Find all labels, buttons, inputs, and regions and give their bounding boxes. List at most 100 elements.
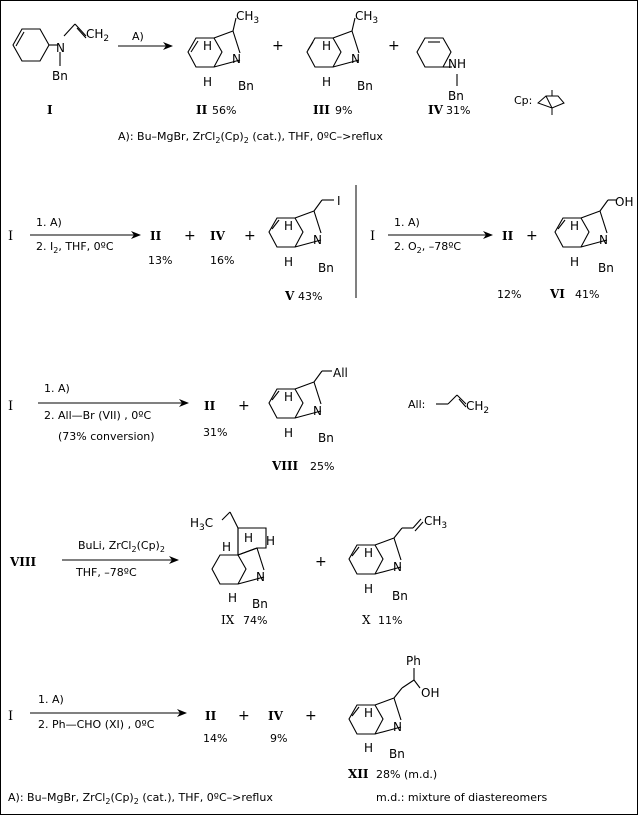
scheme-4: I 1. A) 2. All—Br (VII) , 0ºC (73% conve… (8, 366, 489, 473)
cp-label: Cp: (514, 94, 532, 107)
plus: + (244, 228, 256, 244)
atom-Bn: Bn (598, 261, 614, 275)
allyl-structure (436, 394, 467, 408)
reagent-1: BuLi, ZrCl2(Cp)2 (78, 539, 165, 554)
atom-H: H (284, 219, 293, 233)
step-1: 1. A) (394, 216, 420, 229)
atom-I: I (337, 194, 341, 208)
footer-md: m.d.: mixture of diastereomers (376, 791, 547, 804)
atom-H: H (203, 75, 212, 89)
yield-III: 9% (335, 104, 352, 117)
plus: + (305, 708, 317, 724)
atom-N: N (256, 570, 265, 584)
label-III: III (313, 103, 330, 117)
yield-V: 43% (298, 290, 322, 303)
plus: + (526, 228, 538, 244)
plus: + (238, 398, 250, 414)
compound-III-structure (306, 17, 360, 68)
atom-All: All (333, 366, 348, 380)
atom-H: H (322, 75, 331, 89)
compound-VIII-structure (268, 370, 332, 419)
reagent-2: THF, –78ºC (75, 566, 137, 579)
atom-N: N (313, 404, 322, 418)
atom-Bn: Bn (238, 79, 254, 93)
scheme-3: I 1. A) 2. O2, –78ºC II 12% + OH H H N B… (370, 195, 633, 301)
atom-Bn: Bn (318, 261, 334, 275)
label-II: II (502, 229, 514, 243)
atom-OH: OH (421, 686, 439, 700)
yield-VIII: 25% (310, 460, 334, 473)
atom-N: N (56, 41, 65, 55)
atom-Bn: Bn (318, 431, 334, 445)
yield-II: 12% (497, 288, 521, 301)
label-I: I (370, 229, 375, 244)
atom-H: H (284, 255, 293, 269)
label-X: X (362, 613, 371, 627)
label-I: I (8, 399, 13, 414)
atom-CH3: CH3 (424, 514, 447, 531)
plus: + (184, 228, 196, 244)
compound-VI-structure (554, 199, 616, 248)
label-I: I (8, 709, 13, 724)
label-I: I (8, 229, 13, 244)
compound-IV-structure (416, 37, 458, 86)
yield-II: 56% (212, 104, 236, 117)
atom-H: H (364, 546, 373, 560)
step-1: 1. A) (38, 693, 64, 706)
yield-II: 31% (203, 426, 227, 439)
label-VIII: VIII (9, 555, 37, 569)
yield-IX: 74% (243, 614, 267, 627)
scheme-1: N CH2 Bn I A) CH3 H H N Bn II 56% + (12, 9, 565, 145)
compound-I-structure (12, 23, 87, 66)
plus: + (238, 708, 250, 724)
atom-H: H (364, 741, 373, 755)
atom-Bn: Bn (252, 597, 268, 611)
atom-H: H (244, 531, 253, 545)
yield-II: 13% (148, 254, 172, 267)
label-IV: IV (428, 103, 444, 117)
atom-CH3: CH3 (236, 9, 259, 26)
atom-Bn: Bn (357, 79, 373, 93)
compound-II-structure (187, 17, 241, 68)
atom-H: H (203, 39, 212, 53)
yield-XII: 28% (m.d.) (376, 768, 437, 781)
label-IV: IV (210, 229, 226, 243)
label-I: I (47, 103, 53, 117)
yield-IV: 9% (270, 732, 287, 745)
label-II: II (204, 399, 216, 413)
label-II: II (150, 229, 162, 243)
atom-H3C: H3C (190, 516, 213, 533)
plus: + (388, 38, 400, 54)
label-VI: VI (549, 287, 565, 301)
atom-H: H (222, 540, 231, 554)
atom-Bn: Bn (52, 69, 68, 83)
atom-N: N (232, 52, 241, 66)
label-II: II (196, 103, 208, 117)
step-2: 2. O2, –78ºC (394, 240, 461, 255)
yield-IV: 31% (446, 104, 470, 117)
atom-N: N (351, 52, 360, 66)
all-def-label: All: (408, 398, 425, 411)
atom-Bn: Bn (448, 89, 464, 103)
conditions-A: A): Bu–MgBr, ZrCl2(Cp)2 (cat.), THF, 0ºC… (118, 130, 383, 145)
label-IV: IV (268, 709, 284, 723)
atom-N: N (599, 233, 608, 247)
atom-H: H (284, 390, 293, 404)
step-3: (73% conversion) (58, 430, 155, 443)
label-XII: XII (348, 767, 369, 781)
scheme-5: VIII BuLi, ZrCl2(Cp)2 THF, –78ºC H3C H H… (9, 511, 447, 627)
scheme-6: I 1. A) 2. Ph—CHO (XI) , 0ºC II 14% + IV… (8, 654, 547, 806)
plus: + (272, 38, 284, 54)
compound-XII-structure (348, 668, 421, 735)
atom-Bn: Bn (389, 747, 405, 761)
label-IX: IX (221, 613, 235, 627)
footer-conditions: A): Bu–MgBr, ZrCl2(Cp)2 (cat.), THF, 0ºC… (8, 791, 273, 806)
compound-IX-structure (211, 511, 267, 585)
step-1: 1. A) (36, 216, 62, 229)
atom-H: H (570, 255, 579, 269)
step-1: 1. A) (44, 382, 70, 395)
plus: + (315, 554, 327, 570)
step-2: 2. All—Br (VII) , 0ºC (44, 409, 151, 422)
atom-Ph: Ph (406, 654, 421, 668)
atom-N: N (313, 233, 322, 247)
